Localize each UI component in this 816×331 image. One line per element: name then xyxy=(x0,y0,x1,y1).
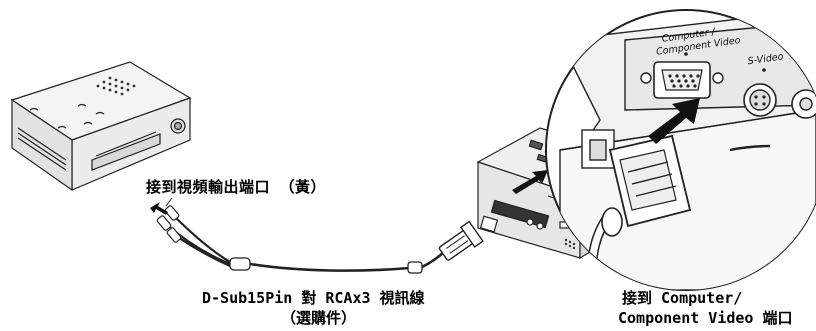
rca-vga-cable xyxy=(156,205,484,274)
port-zoom-callout: Computer / Component Video S-Video xyxy=(545,9,816,291)
cable-note-label: （選購件） xyxy=(281,309,357,327)
vga-port xyxy=(640,52,724,99)
svideo-port-label: S-Video xyxy=(747,51,784,67)
arrow-to-video-source xyxy=(150,202,168,215)
svideo-port xyxy=(743,68,777,117)
video-player-device xyxy=(10,61,192,192)
computer-port-caption-line2: Component Video 端口 xyxy=(618,309,793,327)
vga-plug xyxy=(586,134,692,290)
label-leader xyxy=(165,197,173,207)
zoom-insert-arrow xyxy=(648,98,700,144)
computer-port-caption-line1: 接到 Computer/ xyxy=(622,289,743,307)
vent-grille xyxy=(96,76,136,96)
video-out-label: 接到視頻輸出端口 （黃） xyxy=(146,178,327,196)
arrow-to-projector xyxy=(512,170,548,194)
cable-name-label: D-Sub15Pin 對 RCAx3 視訊線 xyxy=(202,289,425,307)
